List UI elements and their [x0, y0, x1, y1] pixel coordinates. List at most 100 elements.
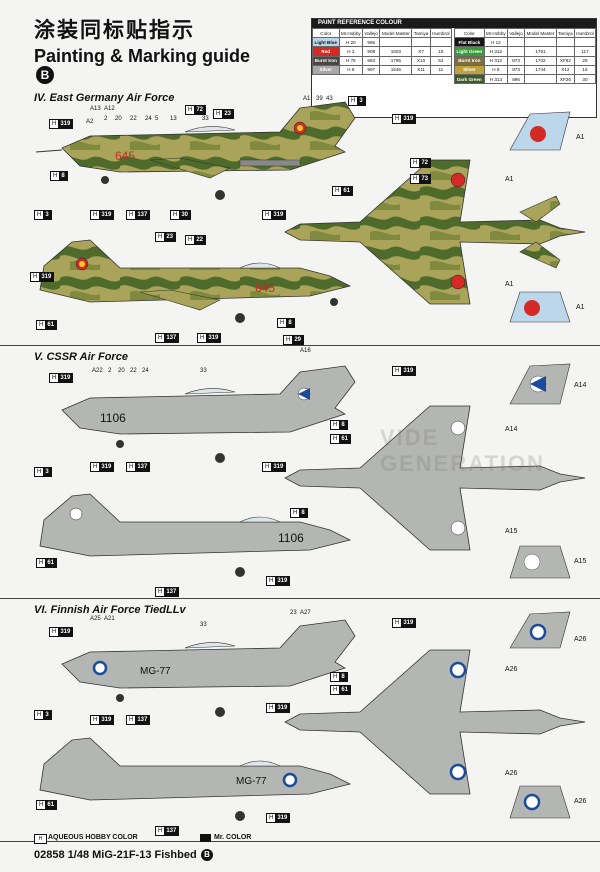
col-header: Vallejo — [507, 27, 526, 39]
callout: A13 — [90, 106, 101, 112]
aqueous-legend-swatch: H — [34, 834, 47, 844]
paint-cell: 11 — [429, 64, 453, 75]
plan-label: A26 — [505, 666, 518, 673]
plan-view-cssr — [284, 405, 586, 551]
callout: A1 — [303, 96, 311, 102]
callout: A16 — [300, 348, 311, 354]
plan-view-finland — [284, 649, 586, 795]
section-title-east-germany: IV. East Germany Air Force — [34, 92, 175, 104]
paint-cell: H 312 — [483, 46, 509, 57]
watermark: VIDE GENERATION — [380, 425, 546, 476]
plan-view-gdr — [284, 159, 586, 305]
plan-label: A15 — [574, 558, 587, 565]
callout: A22 — [92, 368, 103, 374]
section-title-cssr: V. CSSR Air Force — [34, 351, 128, 363]
plan-label: A15 — [505, 528, 518, 535]
mr-color-legend-label: Mr. COLOR — [214, 834, 252, 841]
aqueous-legend-label: AQUEOUS HOBBY COLOR — [48, 834, 138, 841]
paint-cell: H 313 — [483, 73, 509, 85]
side-view-gdr-top: 645 — [35, 101, 356, 200]
callout: 2 — [108, 368, 112, 374]
callout: 39 — [316, 96, 323, 102]
callout: A27 — [300, 610, 311, 616]
paint-cell — [555, 37, 575, 48]
paint-cell: 965 — [362, 37, 381, 48]
footer-product-info: 02858 1/48 MiG-21F-13 Fishbed — [34, 849, 197, 861]
side-view-finland-bottom: MG-77 — [39, 737, 352, 821]
callout: A25 — [90, 616, 101, 622]
paint-cell — [507, 46, 526, 57]
callout: 33 — [200, 368, 207, 374]
serial-number-gdr-top: 645 — [115, 149, 135, 163]
section-divider — [0, 598, 600, 599]
serial-number-finland-top: MG-77 — [140, 666, 171, 677]
paint-cell: 19 — [429, 46, 453, 57]
plan-label: A26 — [574, 636, 587, 643]
section-divider — [0, 841, 600, 842]
paint-cell: 896 — [507, 73, 526, 85]
title-english: Painting & Marking guide — [34, 46, 251, 66]
section-title-finland: VI. Finnish Air Force TiedLLv — [34, 604, 186, 616]
callout: 43 — [326, 96, 333, 102]
title-chinese: 涂装同标贴指示 — [34, 19, 195, 42]
plan-label: A1 — [505, 176, 514, 183]
paint-cell: XF26 — [555, 73, 575, 85]
callout: 24 — [142, 368, 149, 374]
paint-cell: 117 — [573, 46, 597, 57]
paint-cell: X7 — [411, 46, 431, 57]
callout: 33 — [200, 622, 207, 628]
callout: 13 — [170, 116, 177, 122]
paint-cell — [507, 37, 526, 48]
plan-label: A14 — [574, 382, 587, 389]
col-header: Vallejo — [362, 27, 381, 39]
callout: 23 — [290, 610, 297, 616]
callout: 33 — [202, 116, 209, 122]
fin-detail-gdr-top — [509, 111, 571, 151]
plan-label: A26 — [574, 798, 587, 805]
paint-cell — [411, 37, 431, 48]
product-scale: 1/48 — [67, 849, 90, 861]
callout: 22 — [130, 368, 137, 374]
side-view-cssr-bottom: 1106 — [39, 493, 352, 577]
serial-number-cssr-bottom: 1106 — [278, 531, 304, 545]
product-name: MiG-21F-13 Fishbed — [92, 849, 197, 861]
col-header: Tamiya — [411, 27, 431, 39]
callout: 5 — [155, 116, 159, 122]
paint-cell: 908 — [362, 46, 381, 57]
callout: 2 — [104, 116, 108, 122]
fin-detail-finland-top — [509, 611, 571, 649]
paint-cell: 30 — [573, 73, 597, 85]
callout: 24 — [145, 116, 152, 122]
product-code: 02858 — [34, 849, 65, 861]
fin-detail-cssr-top — [509, 363, 571, 405]
serial-number-cssr-top: 1106 — [100, 411, 126, 425]
